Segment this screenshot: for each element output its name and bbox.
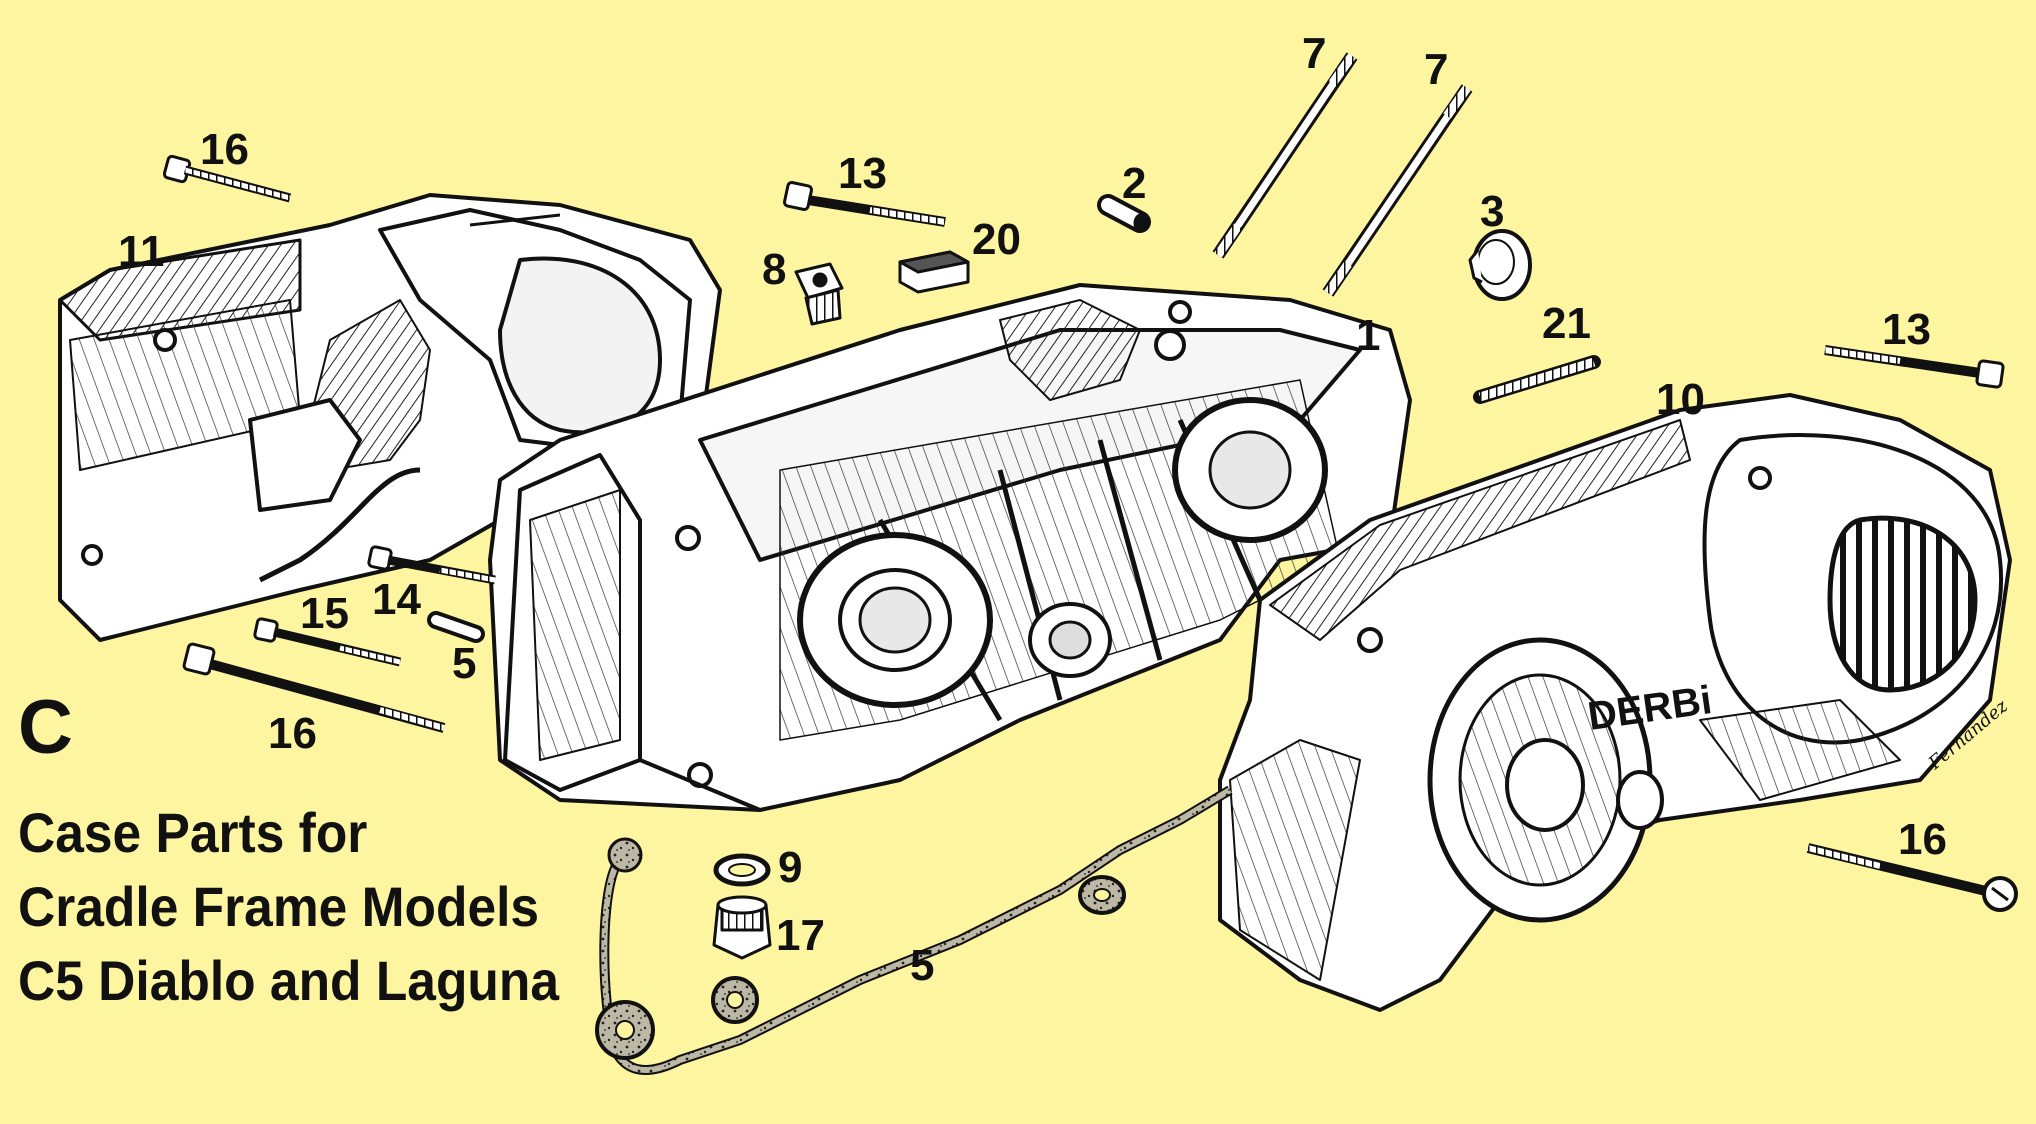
caption-line-3: C5 Diablo and Laguna [18,949,560,1012]
callout-5-small: 5 [452,639,477,688]
callout-13-upper: 13 [838,149,887,198]
callout-21: 21 [1542,299,1591,348]
washer-part-9 [713,853,771,887]
callout-8: 8 [762,245,787,294]
callout-14: 14 [372,575,421,624]
bolt-part-16-long [182,642,446,733]
callout-9: 9 [778,843,803,892]
bolt-part-16-upper [162,154,292,203]
drain-plug-part-17 [712,895,772,960]
callout-17: 17 [776,911,825,960]
callout-15: 15 [300,589,349,638]
bolt-part-16-right [1806,843,2018,912]
callout-13-right: 13 [1882,305,1931,354]
plug-part-20 [898,250,970,294]
callout-7-right: 7 [1424,45,1449,94]
gasket-part-5 [595,785,1233,1075]
bolt-part-14 [367,545,496,585]
bolt-part-13-right [1824,345,2005,389]
bolt-part-15 [253,617,402,667]
stud-part-7-right [1322,84,1473,297]
caption-line-1: Case Parts for [18,801,368,864]
callout-11: 11 [118,227,165,276]
small-parts [162,52,2018,960]
plug-part-8 [794,262,844,326]
callout-3: 3 [1480,187,1505,236]
dowel-part-5-small [427,611,485,643]
caption-line-2: Cradle Frame Models [18,875,540,938]
stud-part-7-left [1212,52,1358,259]
callout-20: 20 [972,215,1021,264]
dowel-part-2 [1097,194,1151,233]
callout-5-gasket: 5 [910,941,935,990]
callout-16-upper: 16 [200,125,249,174]
bolt-part-13-upper [783,181,946,227]
cap-part-3 [1468,229,1532,301]
callout-1: 1 [1356,311,1381,360]
callout-10: 10 [1656,375,1705,424]
diagram-caption: Case Parts for Cradle Frame Models C5 Di… [18,796,559,1018]
callout-2: 2 [1122,159,1147,208]
callout-16-right: 16 [1898,815,1947,864]
left-cover-part-11 [58,193,722,642]
stud-part-21 [1473,355,1601,404]
callout-16-long: 16 [268,709,317,758]
crankcase-part-1 [488,283,1412,812]
right-cover-part-10: DERBi Fernandez [1218,393,2012,1012]
callout-7-left: 7 [1302,29,1327,78]
section-letter: C [18,685,73,770]
